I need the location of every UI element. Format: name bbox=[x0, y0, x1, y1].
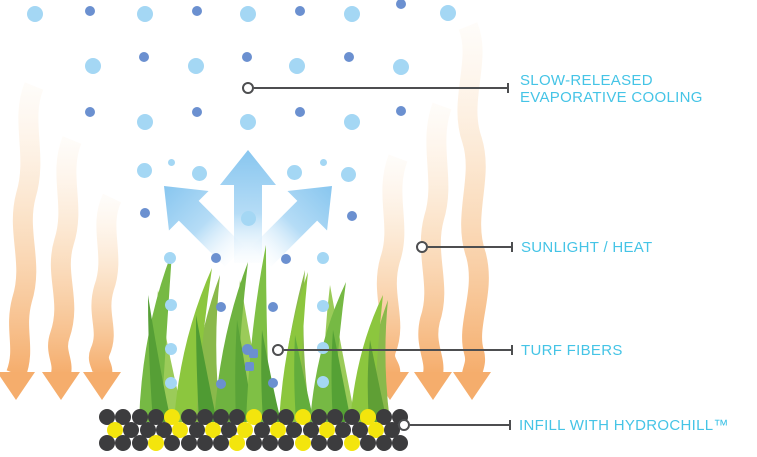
leader-tick bbox=[511, 242, 513, 252]
label-line: SLOW-RELEASED bbox=[520, 72, 653, 89]
label-line: SUNLIGHT / HEAT bbox=[521, 239, 653, 256]
leader-tick bbox=[507, 83, 509, 93]
leader-dot-icon bbox=[416, 241, 428, 253]
leader-dot-icon bbox=[398, 419, 410, 431]
evaporation-arrows bbox=[164, 150, 332, 267]
leader-line bbox=[254, 87, 508, 89]
label-turf-fibers: TURF FIBERS bbox=[521, 342, 623, 359]
leader-line bbox=[284, 349, 512, 351]
heat-arrow-head bbox=[453, 372, 491, 400]
heat-arrow-head bbox=[414, 372, 452, 400]
leader-line bbox=[410, 424, 510, 426]
grass-blade bbox=[331, 330, 351, 422]
heat-arrow-stem bbox=[6, 82, 44, 378]
heat-arrow-head bbox=[42, 372, 80, 400]
grass-blade bbox=[139, 252, 172, 422]
heat-arrow-stem bbox=[457, 22, 489, 377]
grass-blade bbox=[367, 340, 387, 422]
heat-arrow-stem bbox=[375, 154, 408, 377]
leader-tick bbox=[509, 420, 511, 430]
evaporation-arrow-up-left bbox=[164, 186, 245, 267]
label-infill-hydrochill: INFILL WITH HYDROCHILL™ bbox=[519, 417, 729, 434]
heat-arrow-head bbox=[83, 372, 121, 400]
label-evaporative-cooling: SLOW-RELEASED EVAPORATIVE COOLING bbox=[520, 72, 703, 106]
heat-arrow-stem bbox=[88, 193, 122, 377]
grass-blade bbox=[174, 268, 212, 422]
label-line: TURF FIBERS bbox=[521, 342, 623, 359]
leader-dot-icon bbox=[242, 82, 254, 94]
heat-arrow-head bbox=[0, 372, 35, 400]
leader-tick bbox=[511, 345, 513, 355]
grass-blade bbox=[196, 315, 217, 422]
evaporation-arrow-up bbox=[220, 150, 276, 263]
label-line: INFILL WITH HYDROCHILL™ bbox=[519, 417, 729, 434]
turf-grass bbox=[139, 245, 390, 422]
label-sunlight-heat: SUNLIGHT / HEAT bbox=[521, 239, 652, 256]
leader-dot-icon bbox=[272, 344, 284, 356]
evaporation-arrow-up-right bbox=[251, 186, 332, 267]
grass-blade bbox=[294, 335, 314, 422]
leader-line bbox=[428, 246, 512, 248]
grass-blade bbox=[261, 330, 281, 422]
heat-arrow-stem bbox=[48, 136, 82, 377]
heat-arrows-right bbox=[371, 22, 491, 400]
heat-arrows-left bbox=[0, 82, 122, 400]
heat-arrow-stem bbox=[418, 102, 452, 376]
label-line: EVAPORATIVE COOLING bbox=[520, 89, 703, 106]
grass-blade bbox=[148, 295, 171, 422]
